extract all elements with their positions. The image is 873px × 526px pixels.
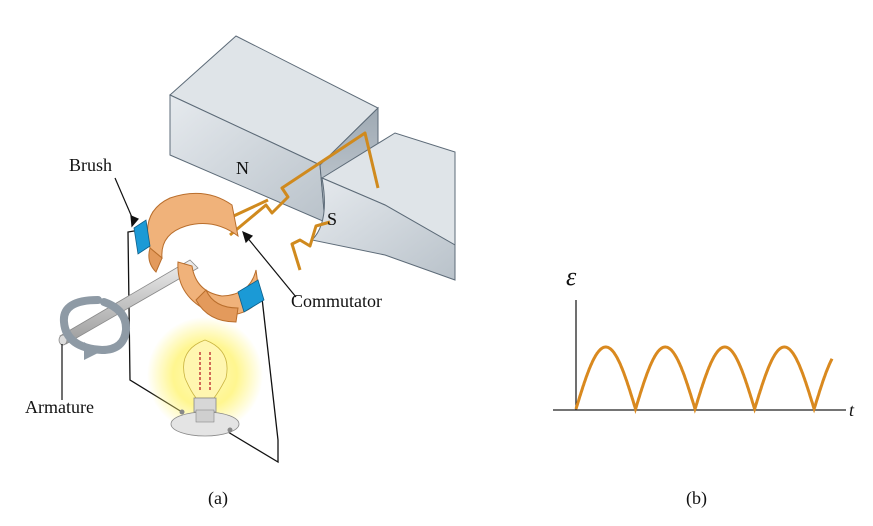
commutator-label: Commutator — [291, 291, 382, 311]
armature-shaft — [58, 259, 199, 346]
caption-b: (b) — [686, 488, 707, 509]
commutator-leader-line — [245, 235, 297, 298]
emf-series-line — [574, 345, 834, 414]
armature-label: Armature — [25, 397, 94, 417]
brush-lower — [237, 279, 265, 313]
emf-chart: ε t — [553, 262, 855, 420]
brush-leader-line — [114, 177, 135, 223]
north-pole-label: N — [236, 158, 249, 178]
armature-coil-wire — [229, 131, 380, 271]
rotation-arrow-icon — [59, 296, 131, 360]
caption-a: (a) — [208, 488, 228, 509]
x-axis-label: t — [849, 400, 855, 420]
brush-upper — [133, 219, 151, 255]
light-bulb-icon — [147, 317, 263, 437]
south-pole-label: S — [327, 209, 337, 229]
y-axis-label: ε — [566, 262, 577, 291]
brush-label: Brush — [69, 155, 112, 175]
south-magnet — [310, 132, 456, 281]
